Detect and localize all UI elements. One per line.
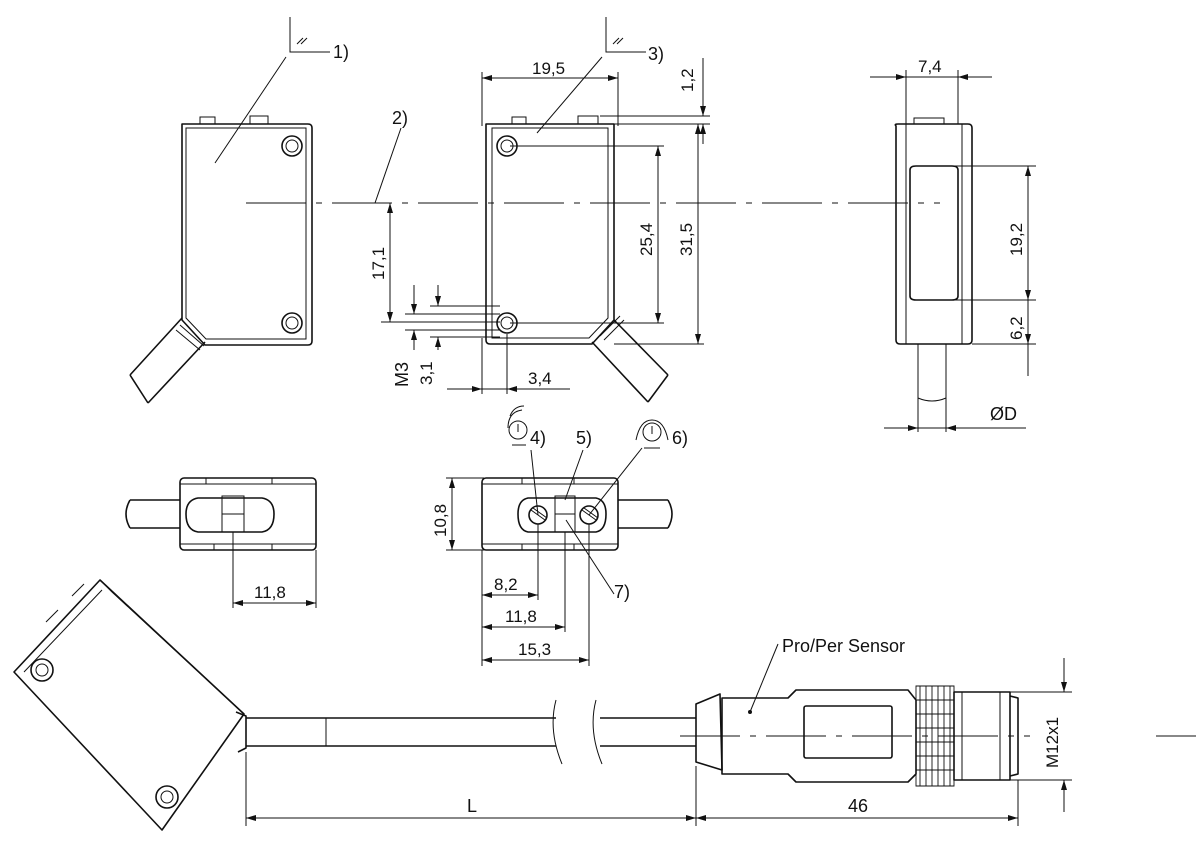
callout-4: 4)	[507, 405, 546, 516]
dim-3-4-text: 3,4	[528, 369, 552, 388]
dim-19-2-text: 19,2	[1007, 223, 1026, 256]
dimension-m3: M3	[392, 285, 500, 387]
dimension-11-8-mid: 11,8	[482, 532, 566, 632]
callout-6-label: 6)	[672, 428, 688, 448]
callout-7-label: 7)	[614, 582, 630, 602]
dim-m3-text: M3	[392, 362, 412, 387]
dim-46-text: 46	[848, 796, 868, 816]
bottom-view-left	[125, 477, 317, 551]
dimension-7-4: 7,4	[870, 57, 992, 124]
dim-25-4-text: 25,4	[637, 223, 656, 256]
dim-3-1-text: 3,1	[417, 361, 436, 385]
callout-7: 7)	[565, 519, 630, 602]
dimension-25-4: 25,4	[510, 145, 664, 324]
dim-m12-text: M12x1	[1043, 717, 1062, 768]
dimension-l: L	[245, 752, 697, 826]
dim-6-2-text: 6,2	[1007, 316, 1026, 340]
callout-4-label: 4)	[530, 428, 546, 448]
dimension-8-2: 8,2	[481, 524, 539, 666]
callout-3-label: 3)	[648, 44, 664, 64]
bottom-view-middle	[481, 477, 673, 551]
dimension-10-8: 10,8	[431, 477, 484, 551]
isometric-sensor	[13, 579, 247, 831]
dimension-19-5: 19,5	[481, 59, 619, 126]
dimension-15-3: 15,3	[482, 524, 590, 666]
dimension-1-2: 1,2	[600, 58, 710, 144]
callout-5: 5)	[564, 428, 592, 501]
callout-2: 2)	[374, 108, 408, 204]
callout-1: 1)	[214, 17, 349, 164]
callout-6: 6)	[588, 419, 688, 516]
cable	[246, 699, 696, 765]
dim-10-8-text: 10,8	[431, 504, 450, 537]
dim-11-8-mid-text: 11,8	[505, 607, 537, 626]
side-view-housing	[894, 117, 973, 402]
callout-2-label: 2)	[392, 108, 408, 128]
dimension-m12: M12x1	[1010, 658, 1072, 812]
dim-diameter-text: ØD	[990, 404, 1017, 424]
dimension-17-1: 17,1	[369, 203, 500, 323]
dim-7-4-text: 7,4	[918, 57, 942, 76]
dim-1-2-text: 1,2	[678, 68, 697, 92]
front-view-housing	[129, 115, 313, 404]
dimension-3-1: 3,1	[417, 285, 500, 385]
dim-17-1-text: 17,1	[369, 247, 388, 280]
dim-15-3-text: 15,3	[518, 640, 551, 659]
callout-1-label: 1)	[333, 42, 349, 62]
dim-11-8-left-text: 11,8	[254, 583, 286, 602]
dimension-46: 46	[696, 780, 1019, 826]
dimension-diameter-d: ØD	[884, 398, 1026, 432]
rear-view-housing	[485, 115, 669, 403]
callout-3: 3)	[536, 17, 664, 134]
dimension-11-8-left: 11,8	[232, 532, 317, 608]
dimension-19-2: 19,2	[936, 165, 1036, 301]
sensor-label-callout: Pro/Per Sensor	[749, 636, 905, 713]
pro-per-sensor-label: Pro/Per Sensor	[782, 636, 905, 656]
dim-19-5-text: 19,5	[532, 59, 565, 78]
dim-8-2-text: 8,2	[494, 575, 518, 594]
dimension-6-2: 6,2	[972, 300, 1036, 376]
dim-31-5-text: 31,5	[677, 223, 696, 256]
dimension-31-5: 31,5	[614, 124, 704, 345]
dimension-3-4: 3,4	[447, 334, 570, 394]
callout-5-label: 5)	[576, 428, 592, 448]
dim-l-text: L	[467, 796, 477, 816]
